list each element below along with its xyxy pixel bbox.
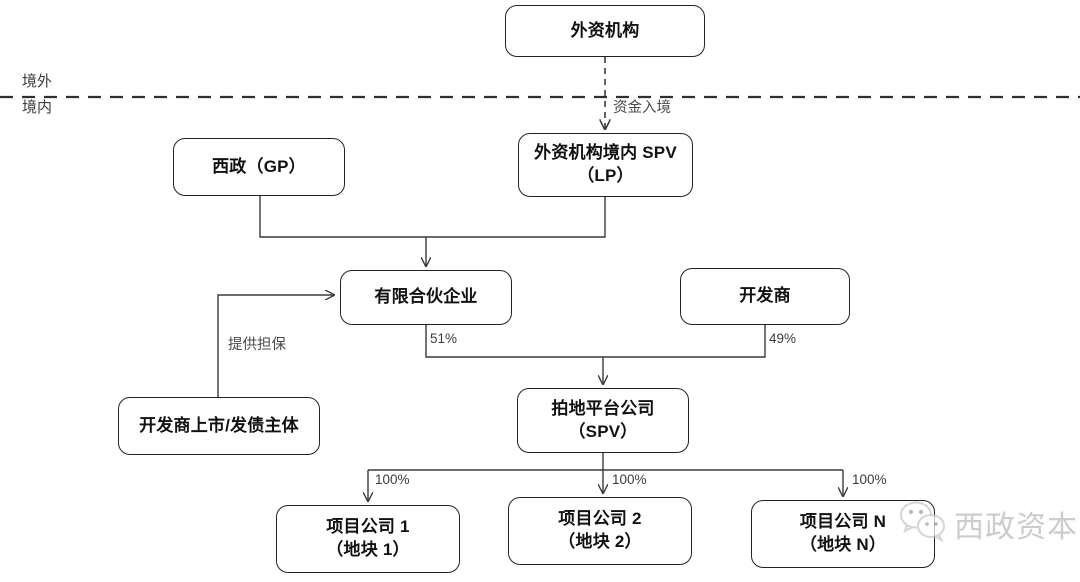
- watermark-text: 西政资本: [954, 509, 1078, 545]
- edge-label-stake-100-project-2: 100%: [612, 472, 647, 487]
- edge-label-stake-49: 49%: [769, 331, 797, 346]
- node-project-company-n-label: 项目公司 N （地块 N）: [799, 512, 887, 554]
- edge-label-provide-guarantee: 提供担保: [228, 337, 286, 353]
- node-project-company-1[interactable]: 项目公司 1 （地块 1）: [276, 505, 460, 573]
- edge-guarantee: [217, 295, 334, 397]
- node-developer-label: 开发商: [739, 286, 791, 306]
- edge-lp-to-partnership: [426, 197, 606, 238]
- node-xizheng-gp-label: 西政（GP）: [212, 156, 306, 176]
- node-project-company-2[interactable]: 项目公司 2 （地块 2）: [508, 497, 692, 565]
- node-onshore-spv[interactable]: 外资机构境内 SPV （LP）: [518, 133, 693, 197]
- wechat-icon: [898, 500, 948, 547]
- node-limited-partnership[interactable]: 有限合伙企业: [340, 270, 512, 325]
- node-developer[interactable]: 开发商: [680, 268, 850, 325]
- node-land-platform-label: 拍地平台公司 （SPV）: [551, 398, 655, 441]
- edge-label-stake-100-project-1: 100%: [375, 472, 410, 487]
- node-project-company-n[interactable]: 项目公司 N （地块 N）: [751, 500, 935, 568]
- region-label-offshore: 境外: [22, 73, 53, 90]
- edge-gp-to-partnership: [259, 196, 426, 238]
- node-project-company-2-label: 项目公司 2 （地块 2）: [558, 509, 642, 551]
- edge-label-stake-51: 51%: [430, 331, 458, 346]
- node-foreign-institution[interactable]: 外资机构: [505, 5, 705, 57]
- node-xizheng-gp[interactable]: 西政（GP）: [173, 138, 345, 196]
- node-guarantor[interactable]: 开发商上市/发债主体: [118, 397, 320, 455]
- edge-label-capital-inflow: 资金入境: [613, 100, 671, 116]
- node-guarantor-label: 开发商上市/发债主体: [139, 415, 299, 435]
- node-onshore-spv-label: 外资机构境内 SPV （LP）: [534, 143, 677, 185]
- region-label-onshore: 境内: [22, 99, 53, 116]
- node-limited-partnership-label: 有限合伙企业: [374, 287, 478, 307]
- edge-partnership-51: [425, 325, 603, 358]
- edge-label-stake-100-project-n: 100%: [852, 472, 887, 487]
- edge-developer-49: [603, 325, 766, 358]
- watermark: 西政资本: [898, 500, 1078, 547]
- node-land-platform[interactable]: 拍地平台公司 （SPV）: [517, 388, 689, 453]
- node-project-company-1-label: 项目公司 1 （地块 1）: [326, 517, 410, 559]
- node-foreign-institution-label: 外资机构: [570, 20, 640, 40]
